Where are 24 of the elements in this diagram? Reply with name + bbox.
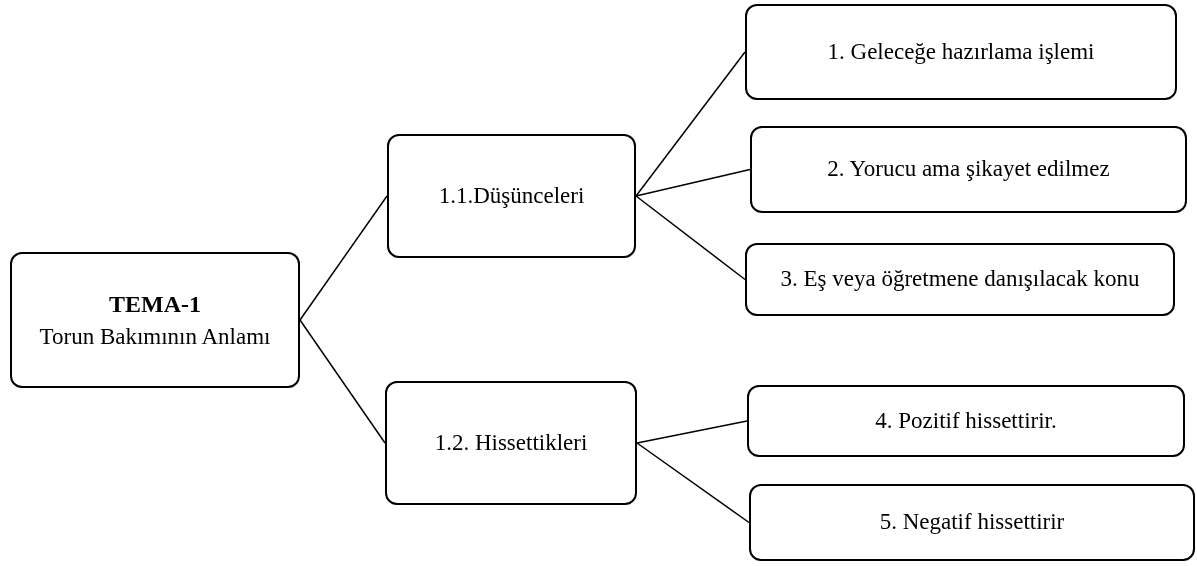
connector-line [635,51,746,197]
box-text: 4. Pozitif hissettirir. [875,406,1057,435]
box-text: 1.2. Hissettikleri [434,428,588,457]
connector-line [299,195,388,321]
box-text: 2. Yorucu ama şikayet edilmez [827,155,1110,184]
connector-line [635,195,746,281]
box-text: Torun Bakımının Anlamı [39,322,271,351]
rounded-box [745,4,1177,100]
rounded-box [750,126,1187,213]
box-text: 1.1.Düşünceleri [438,181,585,210]
rounded-box [745,243,1175,316]
heading-text: TEMA-1 [109,289,201,319]
connector-line [636,442,750,524]
connector-line [635,168,751,197]
rounded-box [387,134,636,258]
box-text: 5. Negatif hissettirir [879,508,1065,537]
rounded-box [747,385,1185,457]
rounded-box [10,252,300,388]
connector-line [636,420,748,444]
rounded-box [749,484,1195,561]
box-text: 1. Geleceğe hazırlama işlemi [827,37,1095,66]
box-text: 3. Eş veya öğretmene danışılacak konu [780,265,1140,294]
rounded-box [385,381,637,505]
connector-line [299,319,386,444]
